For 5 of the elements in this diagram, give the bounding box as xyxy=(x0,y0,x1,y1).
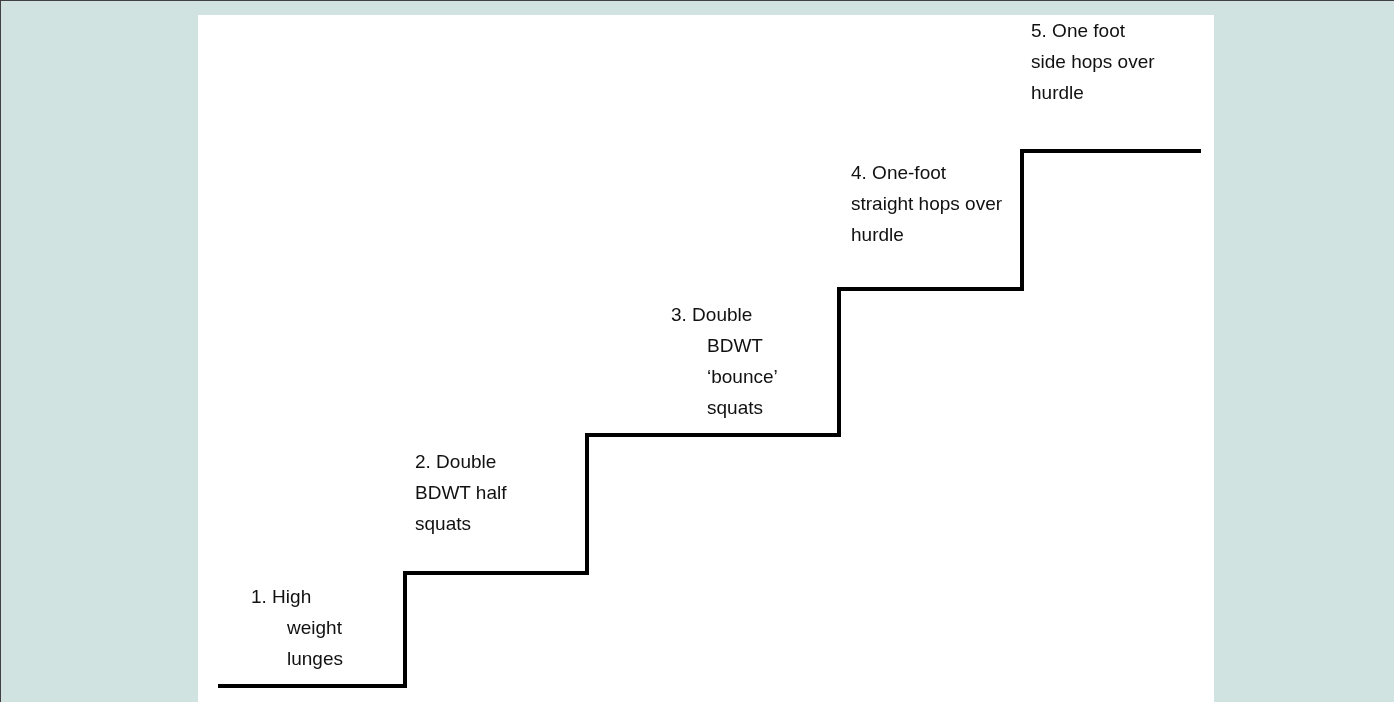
step-label: 4. One-foot straight hops over hurdle xyxy=(851,161,1004,247)
step-label: 1. High weight lunges xyxy=(251,585,344,671)
step-label: 5. One foot side hops over hurdle xyxy=(1031,19,1156,105)
step-label: 2. Double BDWT half squats xyxy=(415,450,508,536)
step-label: 3. Double BDWT ‘bounce’ squats xyxy=(671,303,779,420)
